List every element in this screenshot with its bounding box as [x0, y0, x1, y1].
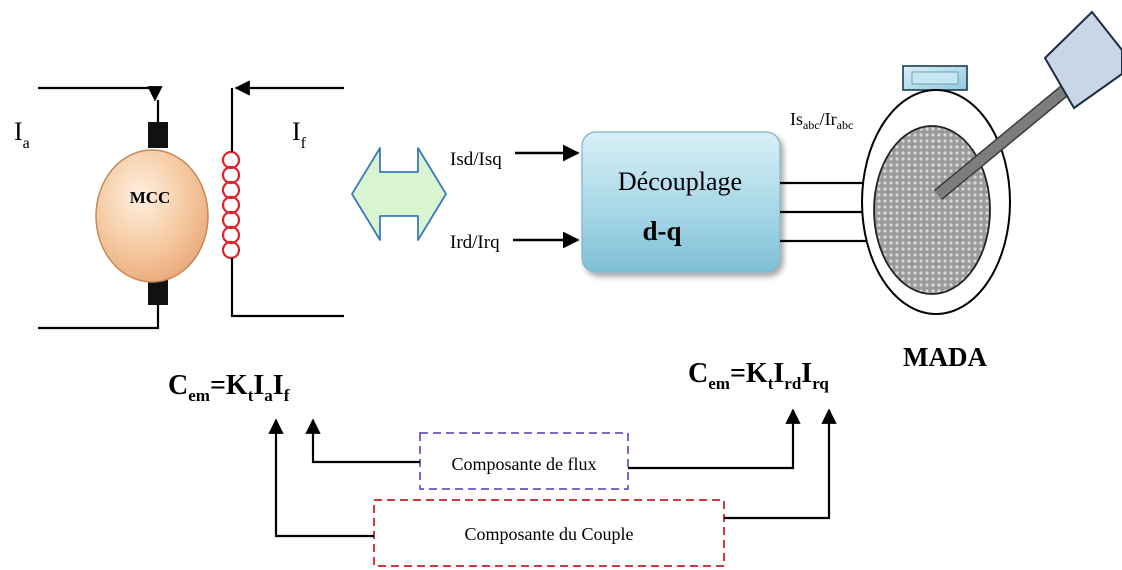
field-bottom-wire	[230, 258, 344, 318]
mada-group: MADA Cem=KtIrdIrq	[688, 10, 1122, 393]
mcc-group: MCC Ia If Cem=KtIaIf	[14, 80, 344, 405]
stator-plate-inner	[911, 71, 959, 85]
decoupling-group: Isd/Isq Ird/Irq Découplage d-q Isabc/Ira…	[450, 109, 892, 273]
torque-to-irq-arrow	[724, 408, 837, 520]
components-group: Composante de flux Composante du Couple	[268, 408, 837, 567]
torque-component-label: Composante du Couple	[465, 524, 634, 544]
armature-current-label: Ia	[14, 117, 30, 152]
flux-to-if-arrow	[305, 418, 420, 464]
mcc-motor-body	[95, 149, 209, 283]
flux-component-label: Composante de flux	[452, 454, 597, 474]
decoupling-title: Découplage	[618, 167, 742, 196]
mada-label: MADA	[903, 342, 987, 372]
equivalence-double-arrow	[351, 147, 447, 241]
torque-to-ia-arrow	[268, 418, 374, 538]
input-rotor-label: Ird/Irq	[450, 232, 500, 253]
mcc-motor-label: MCC	[130, 188, 171, 207]
mada-torque-equation: Cem=KtIrdIrq	[688, 358, 829, 393]
flux-component-box	[419, 432, 629, 490]
rotor	[873, 125, 991, 295]
field-coil	[221, 150, 241, 260]
armature-top-wire	[38, 86, 163, 102]
top-brush	[148, 122, 168, 148]
output-current-label: Isabc/Irabc	[790, 109, 853, 132]
decoupling-subtitle: d-q	[642, 216, 681, 246]
armature-bottom-wire	[38, 305, 160, 330]
mcc-torque-equation: Cem=KtIaIf	[168, 370, 290, 405]
bottom-brush	[148, 280, 168, 305]
input-stator-label: Isd/Isq	[450, 149, 502, 170]
decoupling-block	[581, 131, 781, 273]
shaft-arm-core	[934, 78, 1079, 199]
field-current-label: If	[292, 117, 307, 152]
flux-to-ird-arrow	[628, 408, 801, 470]
torque-component-box	[373, 499, 725, 567]
mechanical-load-block	[1043, 10, 1122, 110]
